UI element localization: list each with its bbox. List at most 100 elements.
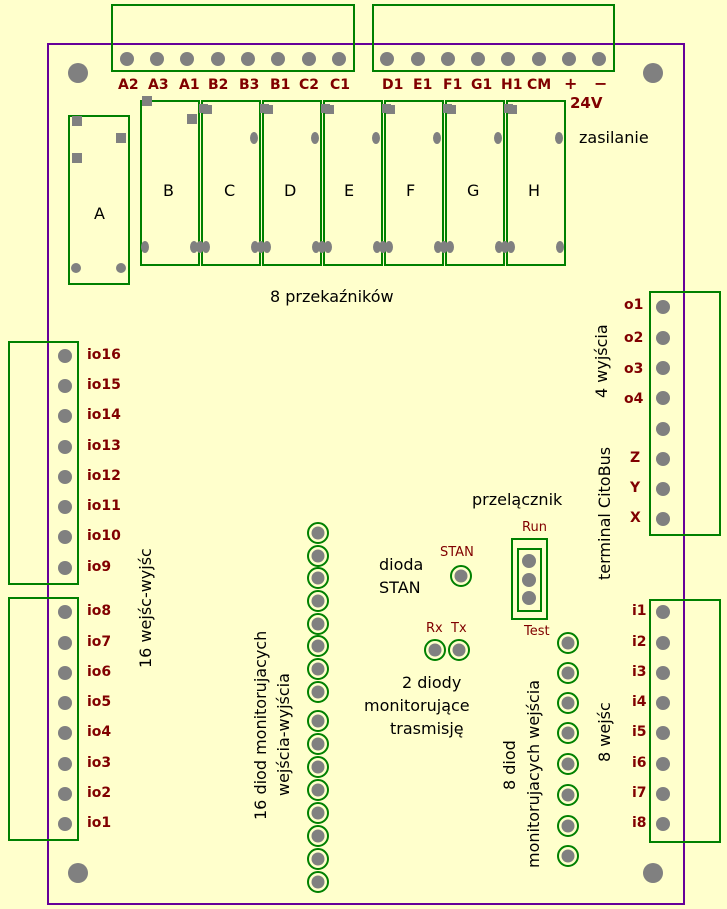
bus-pin-label: X [630, 510, 641, 526]
relay-terminal-label: A2 [118, 77, 139, 93]
io-leds-caption: 16 diod monitorujacych [251, 630, 270, 820]
square-pad [116, 133, 126, 143]
square-pad [72, 116, 82, 126]
switch-pad [522, 554, 536, 568]
led-pad [561, 636, 575, 650]
led-outline [557, 632, 579, 654]
relay-pad [372, 132, 380, 144]
board-outline [47, 43, 685, 905]
io-pin-label: io9 [87, 559, 112, 575]
io-pin-label: io12 [87, 468, 121, 484]
relay-pad [446, 241, 454, 253]
io-pad [58, 379, 72, 393]
io-pin-label: io6 [87, 664, 112, 680]
led-outline [307, 545, 329, 567]
led-outline [307, 590, 329, 612]
input-pad [656, 666, 670, 680]
bus-pin-label: Y [630, 480, 641, 496]
output-pin-label: o3 [624, 361, 644, 377]
io-pin-label: io5 [87, 694, 112, 710]
relay-terminal-label: G1 [471, 77, 493, 93]
io-pin-label: io2 [87, 785, 112, 801]
terminal-pad [471, 52, 485, 66]
io-pad [58, 440, 72, 454]
input-pad [656, 757, 670, 771]
led-outline [307, 802, 329, 824]
input-pin-label: i3 [632, 664, 647, 680]
relay-terminal-label: + [564, 74, 578, 93]
led-outline [307, 681, 329, 703]
square-pad [321, 104, 330, 113]
supply-terminal-block [372, 4, 615, 72]
switch-test-label: Test [524, 624, 550, 639]
io-pad [58, 500, 72, 514]
terminal-pad [180, 52, 194, 66]
terminal-pad [411, 52, 425, 66]
input-pad [656, 696, 670, 710]
inputs-caption: 8 wejśc [595, 702, 614, 762]
input-terminal-block [649, 599, 721, 843]
relay-pad [324, 241, 332, 253]
relay-outline [262, 100, 322, 266]
led-outline [557, 692, 579, 714]
led-pad [561, 819, 575, 833]
square-pad [504, 104, 513, 113]
led-outline [307, 567, 329, 589]
terminal-pad [332, 52, 346, 66]
mounting-hole [68, 863, 88, 883]
mounting-hole [643, 863, 663, 883]
io-pad [58, 817, 72, 831]
io-pin-label: io4 [87, 724, 112, 740]
output-pad [656, 452, 670, 466]
io-pad [58, 530, 72, 544]
io-pad [58, 696, 72, 710]
led-outline [450, 565, 472, 587]
relay-terminal-label: A1 [179, 77, 200, 93]
io-pad [58, 787, 72, 801]
relay-name: H [528, 181, 541, 200]
io-pad [58, 666, 72, 680]
square-pad [382, 104, 391, 113]
io-pad [58, 726, 72, 740]
relay-pad [263, 241, 271, 253]
led-outline [307, 779, 329, 801]
led-pad [311, 549, 325, 563]
relay-pad [556, 241, 564, 253]
input-pin-label: i1 [632, 603, 647, 619]
square-pad [187, 114, 197, 124]
terminal-pad [562, 52, 576, 66]
led-pad [311, 526, 325, 540]
relay-pad [196, 241, 204, 253]
output-pin-label: o4 [624, 391, 644, 407]
led-outline [448, 639, 470, 661]
led-pad [561, 726, 575, 740]
relay-terminal-label: E1 [413, 77, 433, 93]
relay-pad [250, 132, 258, 144]
output-pin-label: o1 [624, 297, 644, 313]
led-outline [557, 845, 579, 867]
io-terminal-block [8, 341, 79, 585]
led-pad [311, 685, 325, 699]
relay-name: E [344, 181, 355, 200]
pad [71, 263, 81, 273]
io-terminal-block [8, 597, 79, 841]
relay-pad [190, 241, 198, 253]
io-pad [58, 409, 72, 423]
input-pad [656, 605, 670, 619]
led-outline [557, 753, 579, 775]
tx-led-label: Tx [451, 621, 467, 636]
supply-label: zasilanie [579, 128, 649, 147]
relay-name: A [94, 204, 105, 223]
relay-terminal-label: A3 [148, 77, 169, 93]
led-pad [311, 875, 325, 889]
relay-terminal-block [111, 4, 355, 72]
terminal-pad [441, 52, 455, 66]
led-outline [307, 522, 329, 544]
led-pad [311, 806, 325, 820]
input-pin-label: i2 [632, 634, 647, 650]
led-outline [557, 662, 579, 684]
terminal-pad [592, 52, 606, 66]
input-leds-caption: 8 diod [500, 740, 519, 790]
io-pad [58, 757, 72, 771]
switch-pad [522, 591, 536, 605]
